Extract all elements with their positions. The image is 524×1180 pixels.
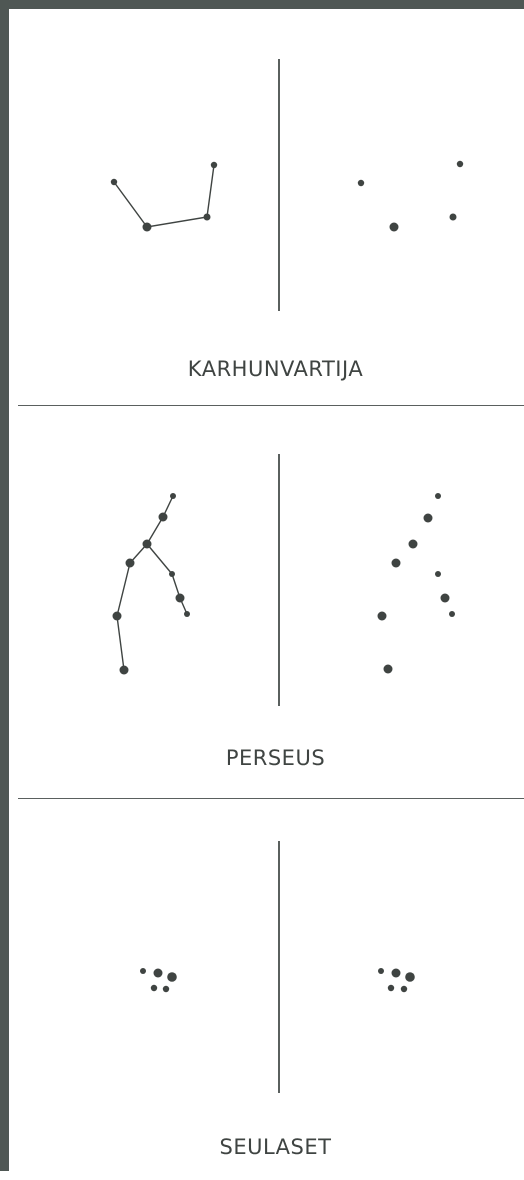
star bbox=[435, 571, 441, 577]
star bbox=[449, 611, 455, 617]
constellation-panel-perseus: PERSEUS bbox=[18, 406, 524, 799]
star bbox=[204, 214, 211, 221]
star bbox=[176, 594, 185, 603]
star bbox=[169, 571, 175, 577]
star bbox=[143, 223, 152, 232]
constellation-name: SEULASET bbox=[18, 1135, 524, 1159]
unconnected-stars bbox=[358, 161, 463, 232]
unconnected-stars bbox=[378, 493, 456, 674]
star bbox=[405, 972, 415, 982]
star bbox=[184, 611, 190, 617]
star bbox=[409, 540, 418, 549]
constellation-name: KARHUNVARTIJA bbox=[18, 357, 524, 381]
panel-divider bbox=[278, 841, 280, 1093]
connected-stars bbox=[111, 162, 217, 232]
star bbox=[450, 214, 457, 221]
star bbox=[113, 612, 122, 621]
panel-divider bbox=[278, 454, 280, 706]
star bbox=[167, 972, 177, 982]
star bbox=[211, 162, 217, 168]
star bbox=[390, 223, 399, 232]
constellation-panel-karhunvartija: KARHUNVARTIJA bbox=[18, 18, 524, 406]
panel-divider bbox=[278, 59, 280, 311]
star bbox=[378, 968, 384, 974]
star bbox=[392, 559, 401, 568]
star bbox=[378, 612, 387, 621]
constellation-illustration-perseus bbox=[18, 406, 524, 799]
star-cluster-right bbox=[378, 968, 415, 992]
connected-stars bbox=[113, 493, 191, 675]
star bbox=[120, 666, 129, 675]
star bbox=[159, 513, 168, 522]
star bbox=[457, 161, 463, 167]
star bbox=[170, 493, 176, 499]
constellation-illustration-seulaset bbox=[18, 799, 524, 1180]
constellation-lines bbox=[114, 165, 214, 227]
star bbox=[441, 594, 450, 603]
constellation-panel-seulaset: SEULASET bbox=[18, 799, 524, 1180]
star bbox=[424, 514, 433, 523]
star bbox=[435, 493, 441, 499]
star bbox=[401, 986, 407, 992]
constellation-illustration-karhunvartija bbox=[18, 18, 524, 406]
star bbox=[140, 968, 146, 974]
star bbox=[143, 540, 152, 549]
star bbox=[388, 985, 394, 991]
star bbox=[151, 985, 157, 991]
star bbox=[126, 559, 135, 568]
star bbox=[358, 180, 364, 186]
star bbox=[154, 969, 163, 978]
star bbox=[392, 969, 401, 978]
star-cluster-left bbox=[140, 968, 177, 992]
star bbox=[111, 179, 117, 185]
constellation-lines bbox=[117, 496, 187, 670]
star bbox=[163, 986, 169, 992]
constellation-name: PERSEUS bbox=[18, 746, 524, 770]
star bbox=[384, 665, 393, 674]
